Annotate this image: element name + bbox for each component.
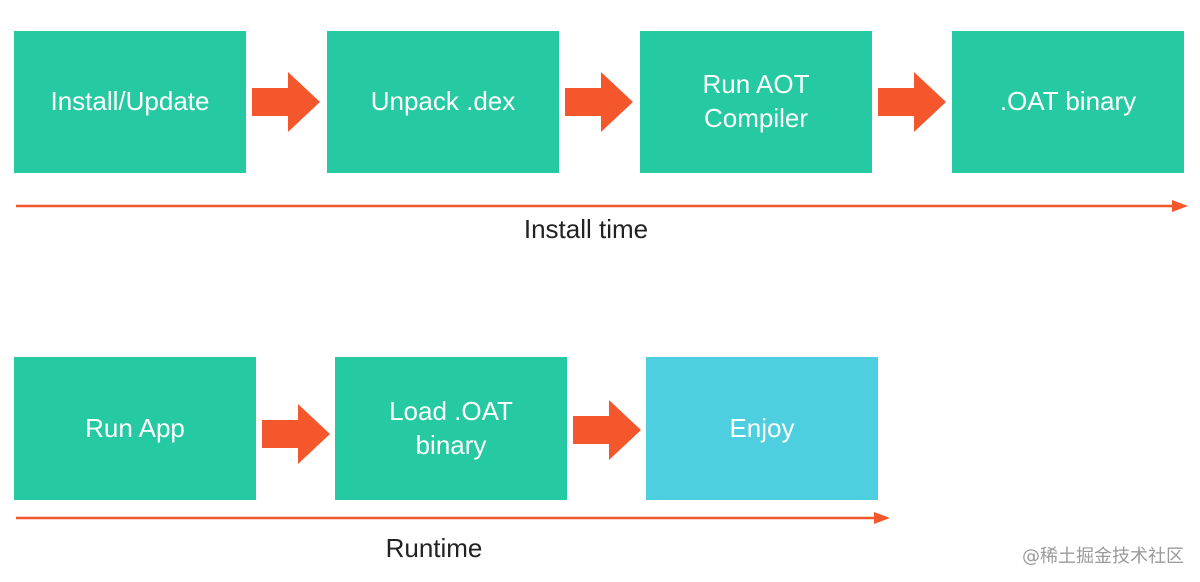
arrow-right-icon <box>573 400 641 460</box>
watermark: @稀土掘金技术社区 <box>1022 546 1184 567</box>
step-unpack-dex: Unpack .dex <box>327 31 559 173</box>
step-enjoy: Enjoy <box>646 357 878 500</box>
step-oat-binary: .OAT binary <box>952 31 1184 173</box>
step-run-app: Run App <box>14 357 256 500</box>
arrow-right-icon <box>878 72 946 132</box>
step-load-oat-binary-label: Load .OAT binary <box>389 395 513 460</box>
install-time-label: Install time <box>523 214 649 244</box>
install-timeline-arrow <box>16 200 1188 212</box>
step-run-aot-compiler-label: Run AOT Compiler <box>702 69 810 133</box>
runtime-label: Runtime <box>385 533 483 563</box>
step-install-update-label: Install/Update <box>50 86 210 117</box>
arrow-right-icon <box>252 72 320 132</box>
step-load-oat-binary: Load .OAT binary <box>335 357 567 500</box>
step-unpack-dex-label: Unpack .dex <box>370 86 516 117</box>
step-oat-binary-label: .OAT binary <box>999 86 1137 117</box>
step-run-aot-compiler: Run AOT Compiler <box>640 31 872 173</box>
step-install-update: Install/Update <box>14 31 246 173</box>
arrow-right-icon <box>565 72 633 132</box>
step-run-app-label: Run App <box>85 412 185 443</box>
step-enjoy-label: Enjoy <box>729 412 795 443</box>
runtime-timeline-arrow <box>16 512 890 524</box>
arrow-right-icon <box>262 404 330 464</box>
